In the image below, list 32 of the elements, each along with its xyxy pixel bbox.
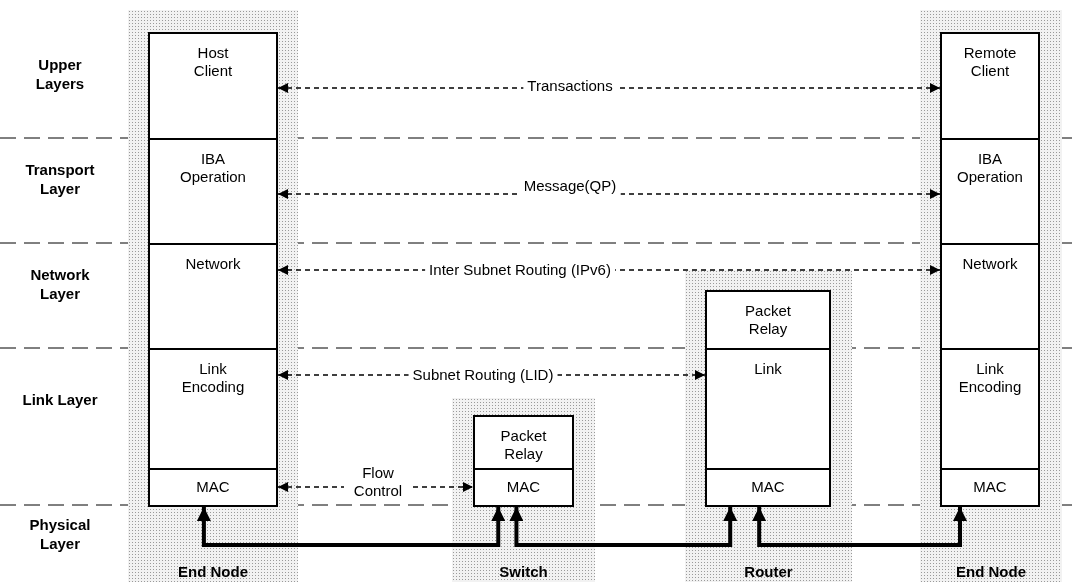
device-title: End Node: [956, 563, 1026, 580]
layer-box: MAC: [705, 468, 831, 507]
layer-box: Remote Client: [940, 32, 1040, 140]
layer-box: MAC: [940, 468, 1040, 507]
device-title: End Node: [178, 563, 248, 580]
layer-label: Physical Layer: [28, 515, 92, 553]
physical-link-arrow: [752, 507, 967, 547]
device-column: [128, 10, 298, 582]
layer-box: Link Encoding: [148, 348, 278, 470]
layer-label: Link Layer: [21, 390, 99, 409]
physical-link-arrow: [196, 507, 506, 547]
layer-label: Network Layer: [29, 265, 91, 303]
layer-box: Link Encoding: [940, 348, 1040, 470]
layer-label: Upper Layers: [34, 55, 86, 93]
layer-box: Host Client: [148, 32, 278, 140]
layer-box: Packet Relay: [473, 415, 574, 470]
layer-label: Transport Layer: [24, 160, 96, 198]
layer-box: Network: [940, 243, 1040, 350]
physical-link-arrow: [509, 507, 738, 547]
layer-box: IBA Operation: [148, 138, 278, 245]
device-column: [685, 270, 852, 582]
layer-box: IBA Operation: [940, 138, 1040, 245]
device-title: Router: [744, 563, 793, 580]
layer-box: MAC: [148, 468, 278, 507]
layer-box: Packet Relay: [705, 290, 831, 350]
layer-box: MAC: [473, 468, 574, 507]
device-column: [452, 398, 595, 582]
layer-box: Link: [705, 348, 831, 470]
device-column: [920, 10, 1062, 582]
edge-label: Inter Subnet Routing (IPv6): [425, 261, 615, 279]
device-title: Switch: [499, 563, 548, 580]
layer-box: Network: [148, 243, 278, 350]
